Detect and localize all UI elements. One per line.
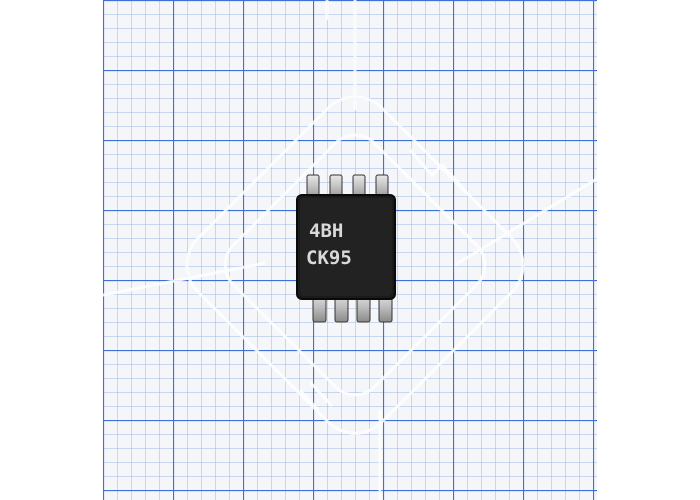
chip-marking-line2: CK95 bbox=[306, 247, 352, 269]
chip-marking-line1: 4BH bbox=[309, 220, 343, 242]
ic-chip: 4BH CK95 bbox=[296, 174, 396, 323]
watermark-logo bbox=[52, 0, 646, 500]
